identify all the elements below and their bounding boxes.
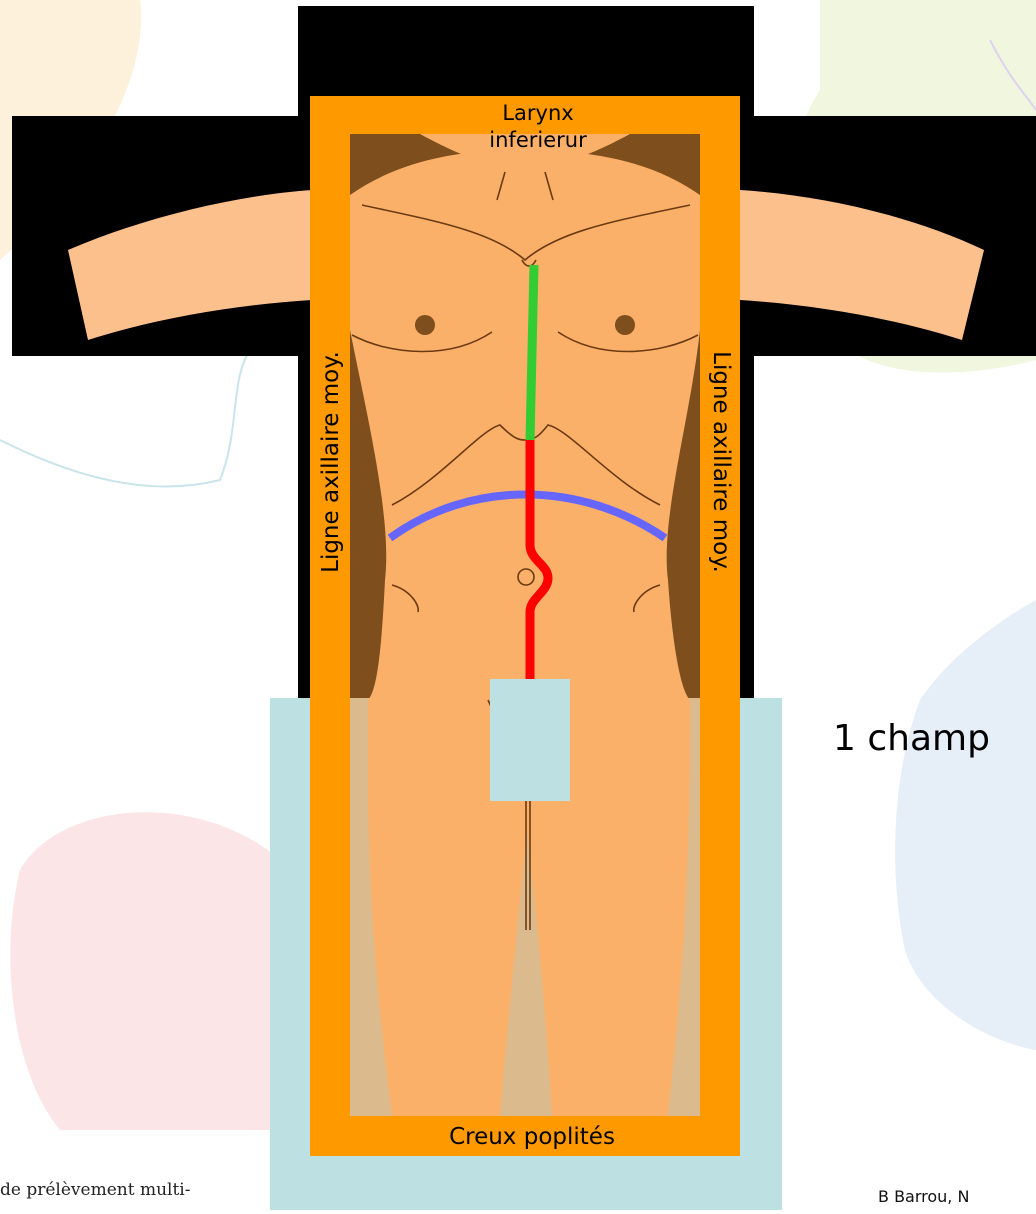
- sternotomy-line: [530, 265, 534, 440]
- top-limit-label: Larynx inferierur: [458, 100, 618, 154]
- right-axillary-line-label: Ligne axillaire moy.: [708, 351, 734, 573]
- background-shape-right: [895, 600, 1036, 1050]
- pubic-drape: [490, 679, 570, 801]
- footer-author: B Barrou, N: [878, 1187, 969, 1206]
- top-limit-line2: inferierur: [458, 127, 618, 154]
- right-nipple: [615, 315, 635, 335]
- background-shape-bottom-left: [10, 812, 280, 1130]
- background-curve-left: [0, 350, 250, 486]
- left-nipple: [415, 315, 435, 335]
- left-axillary-line-label: Ligne axillaire moy.: [318, 351, 344, 573]
- field-count-caption: 1 champ: [833, 718, 990, 759]
- top-limit-line1: Larynx: [458, 100, 618, 127]
- bottom-limit-label: Creux poplités: [350, 1124, 714, 1150]
- footer-title-fragment: de prélèvement multi-: [0, 1180, 190, 1200]
